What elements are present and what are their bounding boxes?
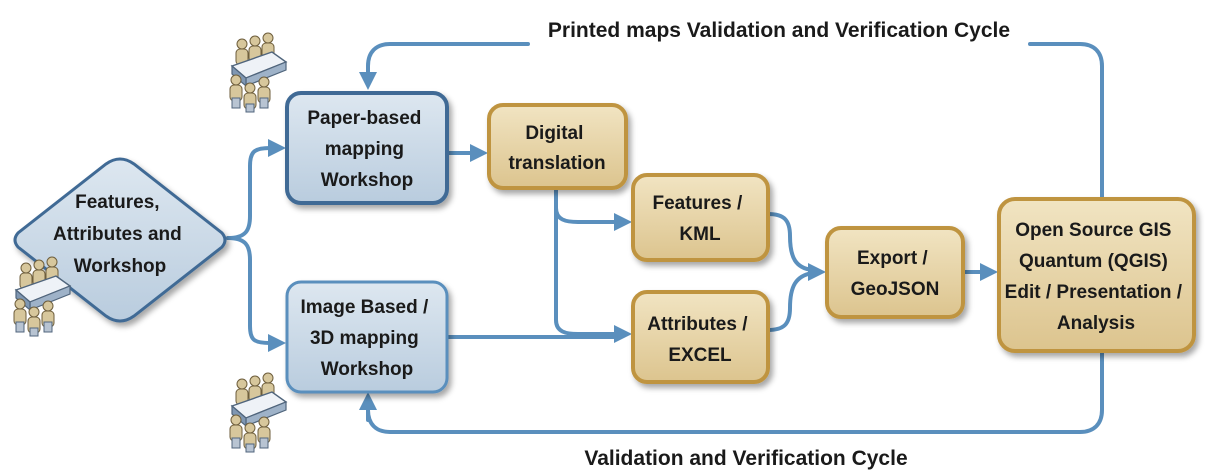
image-based-workshop-node (285, 280, 449, 394)
export-geojson-label: Export / GeoJSON (851, 248, 940, 300)
attributes-excel-node (631, 290, 770, 384)
image-based-workshop-label: Image Based / 3D mapping Workshop (300, 297, 433, 380)
paper-based-workshop-label: Paper-based mapping Workshop (307, 108, 426, 191)
features-attributes-workshop-label: Features, Attributes and Workshop (53, 192, 187, 277)
meeting-table-icon (229, 32, 287, 113)
bottom-cycle-label: Validation and Verification Cycle (584, 447, 907, 470)
qgis-node (997, 197, 1196, 353)
paper-based-workshop-node (285, 91, 449, 205)
qgis-label: Open Source GIS Quantum (QGIS) Edit / Pr… (1005, 220, 1188, 334)
digital-translation-node (487, 103, 628, 190)
export-geojson-node (825, 226, 965, 319)
digital-translation-label: Digital translation (508, 123, 605, 174)
connectors (226, 42, 1104, 434)
features-attributes-workshop-node (13, 157, 227, 323)
features-kml-label: Features / KML (652, 193, 747, 245)
top-cycle-label: Printed maps Validation and Verification… (548, 19, 1010, 42)
meeting-table-icon (229, 372, 287, 453)
attributes-excel-label: Attributes / EXCEL (647, 314, 753, 366)
features-kml-node (631, 173, 770, 262)
